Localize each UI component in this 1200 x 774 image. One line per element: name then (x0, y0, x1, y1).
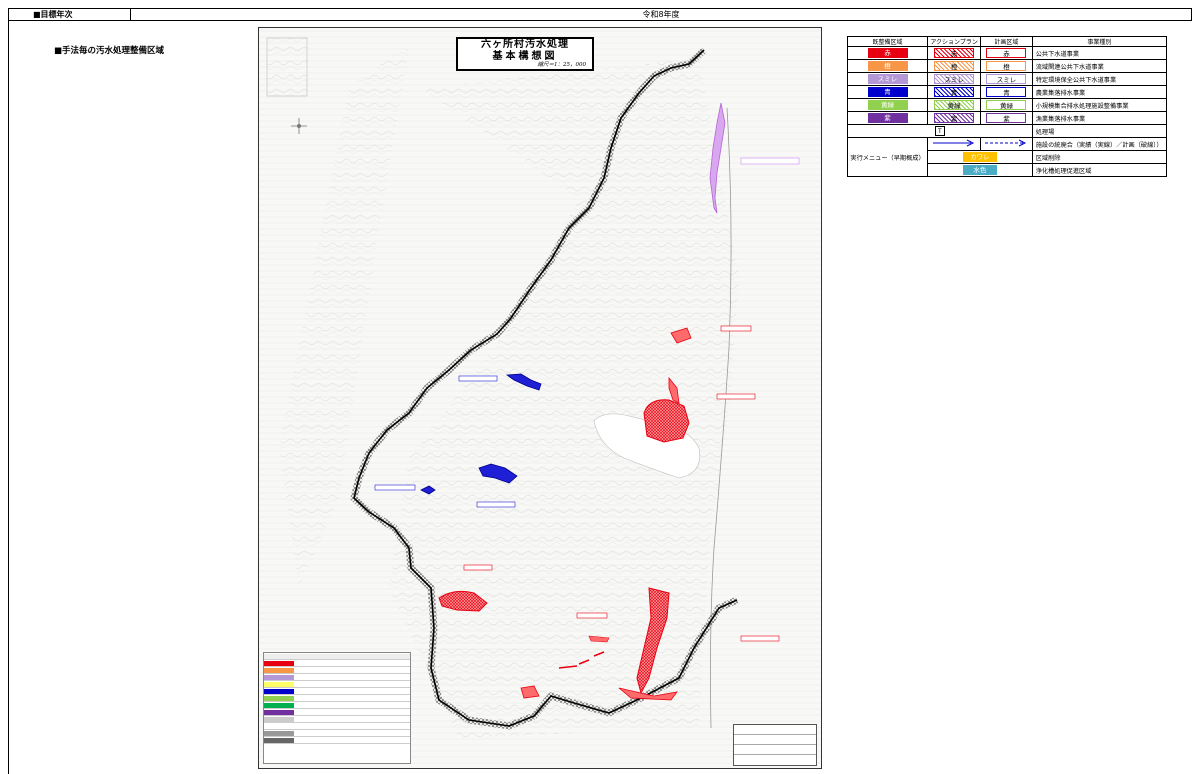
swatch-action: 青 (934, 87, 975, 97)
fishing-label-box (740, 157, 800, 165)
swatch-planned: 橙 (986, 61, 1027, 71)
legend-row: スミレスミレスミレ特定環境保全公共下水道事業 (846, 72, 1168, 86)
sewer-area-north-1 (668, 376, 680, 404)
swatch-existing: 赤 (867, 48, 908, 58)
solid-arrow-icon (927, 137, 982, 151)
legend-type-label: 小規模集合排水処理施設整備事業 (1031, 98, 1168, 112)
swatch-action: 赤 (934, 48, 975, 58)
legend-removal-cell: カワレ (927, 150, 1033, 164)
legend-treatment-label: 処理場 (1031, 124, 1168, 138)
sewer-area-mid (588, 635, 610, 643)
target-year-label: ■目標年次 (9, 9, 131, 20)
swatch-existing: スミレ (867, 74, 908, 84)
legend-row: 黄緑黄緑黄緑小規模集合排水処理施設整備事業 (846, 98, 1168, 112)
agri-area-1 (505, 373, 542, 391)
swatch-existing: 橙 (867, 61, 908, 71)
north-arrow-icon (291, 118, 307, 134)
legend-septic-cell: 水色 (927, 163, 1033, 177)
swatch-action: 紫 (934, 113, 975, 123)
swatch-planned: 赤 (986, 48, 1027, 58)
agri-area-3 (420, 485, 436, 495)
legend-row: 紫紫紫漁業集落排水事業 (846, 111, 1168, 125)
legend-row: 赤赤赤公共下水道事業 (846, 46, 1168, 60)
agri-label-1 (458, 375, 498, 382)
sewer-label-2 (716, 393, 756, 400)
map-svg (259, 28, 821, 768)
swatch-existing: 青 (867, 87, 908, 97)
treatment-plant-icon: T (934, 126, 945, 136)
legend-merge-label: 施設の統廃合（実績（実線）／計画（破線）） (1031, 137, 1168, 151)
sewer-label-5 (740, 635, 780, 642)
swatch-existing: 黄緑 (867, 100, 908, 110)
legend-header-type: 事業種別 (1031, 36, 1168, 47)
legend-row: 青青青農業集落排水事業 (846, 85, 1168, 99)
legend-removal-label: 区域削除 (1031, 150, 1168, 164)
swatch-action: 黄緑 (934, 100, 975, 110)
swatch-existing: 紫 (867, 113, 908, 123)
legend-header-action: アクションプラン (927, 36, 982, 47)
sewer-area-east (636, 587, 670, 695)
frame-left-border (8, 21, 9, 774)
legend-type-label: 農業集落排水事業 (1031, 85, 1168, 99)
septic-swatch: 水色 (962, 165, 997, 175)
sewer-area-main (643, 399, 690, 443)
legend-septic-label: 浄化槽処理促進区域 (1031, 163, 1168, 177)
map-title-line2: 基本構想図 (492, 51, 558, 62)
legend-header-planned: 計画区域 (980, 36, 1033, 47)
map-scale: 縮尺＝1：25，000 (537, 62, 587, 68)
map-title-line1: 六ヶ所村汚水処理 (481, 39, 569, 50)
swatch-action: スミレ (934, 74, 975, 84)
agri-label-3 (476, 501, 516, 508)
legend-treatment-cell: T (847, 124, 1033, 138)
sewer-area-west (438, 590, 488, 612)
swatch-planned: 青 (986, 87, 1027, 97)
swatch-planned: スミレ (986, 74, 1027, 84)
header-bar: ■目標年次 令和8年度 (8, 8, 1192, 21)
dashed-arrow-icon (980, 137, 1033, 151)
sewer-area-north-2 (670, 327, 692, 344)
target-year-value: 令和8年度 (642, 10, 680, 19)
map-title-box: 六ヶ所村汚水処理 基本構想図 縮尺＝1：25，000 (456, 37, 594, 71)
sewer-label-3 (463, 564, 493, 571)
locator-inset (266, 37, 308, 97)
terrain-west (279, 48, 409, 588)
sewer-area-southwest (520, 685, 540, 699)
legend-action-menu-label: 実行メニュー（早期概成） (846, 137, 929, 177)
map-panel (258, 27, 822, 769)
fishing-area-north (709, 102, 726, 214)
legend-table: 既整備区域 アクションプラン 計画区域 事業種別 赤赤赤公共下水道事業橙橙橙流域… (846, 36, 1168, 177)
legend-type-label: 特定環境保全公共下水道事業 (1031, 72, 1168, 86)
sewer-area-south (618, 687, 678, 701)
swatch-planned: 黄緑 (986, 100, 1027, 110)
legend-type-label: 公共下水道事業 (1031, 46, 1168, 60)
village-boundary (353, 49, 738, 727)
sewer-label-4 (576, 612, 608, 619)
swatch-action: 橙 (934, 61, 975, 71)
agri-area-2 (478, 463, 518, 484)
section-title: ■手法毎の汚水処理整備区域 (54, 46, 165, 56)
removal-swatch: カワレ (962, 152, 997, 162)
map-inner-legend (263, 652, 411, 764)
sewer-label-1 (720, 325, 752, 332)
drawing-title-block (733, 724, 817, 766)
legend-type-label: 流域関連公共下水道事業 (1031, 59, 1168, 73)
sewer-line (558, 651, 605, 669)
agri-label-2 (374, 484, 416, 491)
legend-row: 橙橙橙流域関連公共下水道事業 (846, 59, 1168, 73)
swatch-planned: 紫 (986, 113, 1027, 123)
legend-header-existing: 既整備区域 (846, 36, 929, 47)
legend-type-label: 漁業集落排水事業 (1031, 111, 1168, 125)
